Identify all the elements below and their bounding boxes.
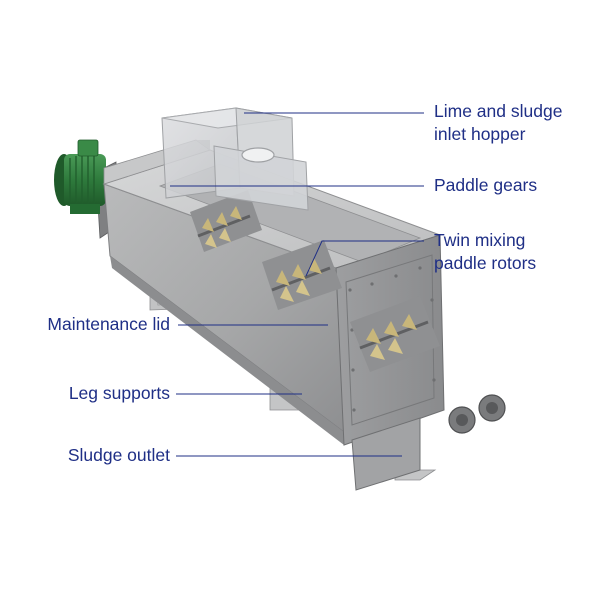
label-maintenance-lid: Maintenance lid [47, 314, 170, 334]
inlet-hopper [161, 107, 309, 211]
gear-motor [54, 139, 119, 239]
twin-mixing-paddle-rotors [190, 190, 440, 372]
motor-terminal-box [77, 139, 99, 157]
label-leg-supports: Leg supports [68, 383, 170, 403]
motor-fins [69, 155, 95, 205]
end-flange [345, 254, 435, 426]
motor-body [64, 154, 106, 206]
sludge-outlet [351, 417, 421, 491]
label-rotors-line2: paddle rotors [434, 253, 537, 273]
label-hopper-line1: Lime and sludge [434, 101, 563, 121]
label-hopper-line2: inlet hopper [434, 124, 526, 144]
hopper-lower-block [213, 145, 309, 211]
leader-rotors [305, 240, 424, 277]
rotor-window-1 [190, 190, 262, 252]
motor-foot [70, 204, 100, 214]
label-sludge-outlet: Sludge outlet [67, 445, 170, 465]
label-rotors-line1: Twin mixing [434, 230, 526, 250]
trough-lower-band [110, 256, 344, 445]
rotor-shaft-housings [448, 394, 506, 434]
leader-lines [170, 112, 424, 457]
rotor-window-3 [350, 296, 440, 372]
hopper-inlet-opening [241, 147, 275, 163]
label-paddle-gears: Paddle gears [434, 175, 538, 195]
